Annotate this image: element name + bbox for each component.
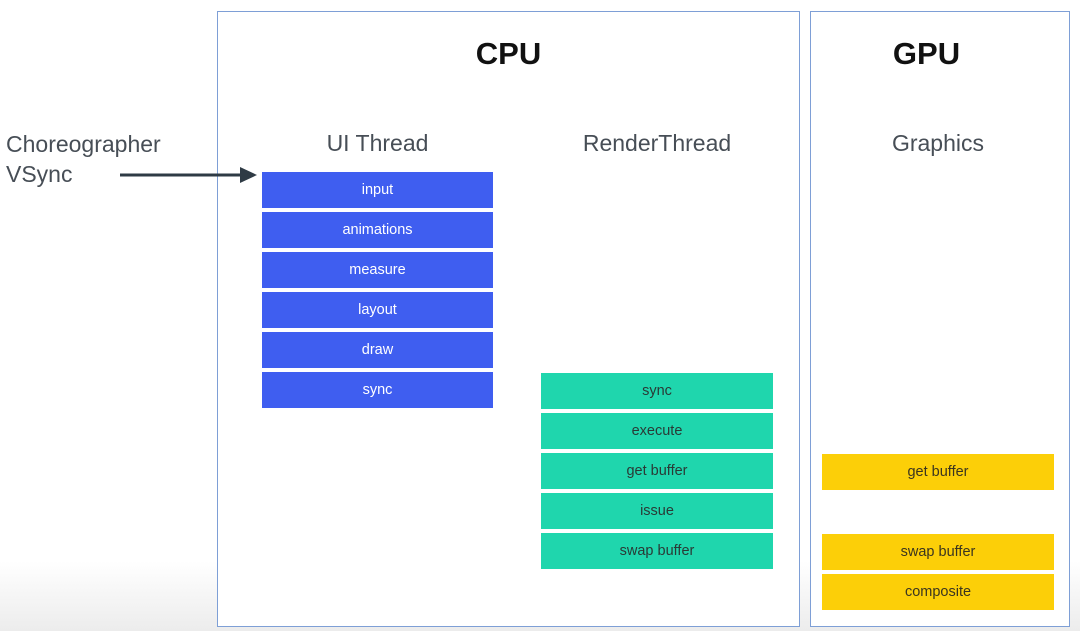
ui-step-draw: draw [262,332,493,368]
gfx-step-swap-buffer: swap buffer [822,534,1054,570]
arrow-head [240,167,257,183]
ui-step-layout: layout [262,292,493,328]
graphics-title: Graphics [891,130,985,156]
ui-step-measure: measure [262,252,493,288]
ui-thread-title: UI Thread [326,130,429,156]
rt-step-issue: issue [541,493,773,529]
vsync-label: VSync [6,161,73,187]
ui-thread-stack: input animations measure layout draw syn… [262,172,493,412]
gpu-panel [810,11,1070,627]
rt-step-execute: execute [541,413,773,449]
ui-step-input: input [262,172,493,208]
ui-step-sync: sync [262,372,493,408]
choreographer-label: Choreographer [6,131,161,157]
render-thread-stack: sync execute get buffer issue swap buffe… [541,373,773,573]
gpu-title: GPU [892,36,961,71]
ui-step-animations: animations [262,212,493,248]
rt-step-get-buffer: get buffer [541,453,773,489]
vsync-arrow-icon [120,167,257,183]
rt-step-swap-buffer: swap buffer [541,533,773,569]
render-thread-title: RenderThread [582,130,732,156]
rt-step-sync: sync [541,373,773,409]
cpu-title: CPU [475,36,542,71]
graphics-gap [822,494,1054,534]
graphics-stack: get buffer swap buffer composite [822,454,1054,614]
gfx-step-composite: composite [822,574,1054,610]
gfx-step-get-buffer: get buffer [822,454,1054,490]
